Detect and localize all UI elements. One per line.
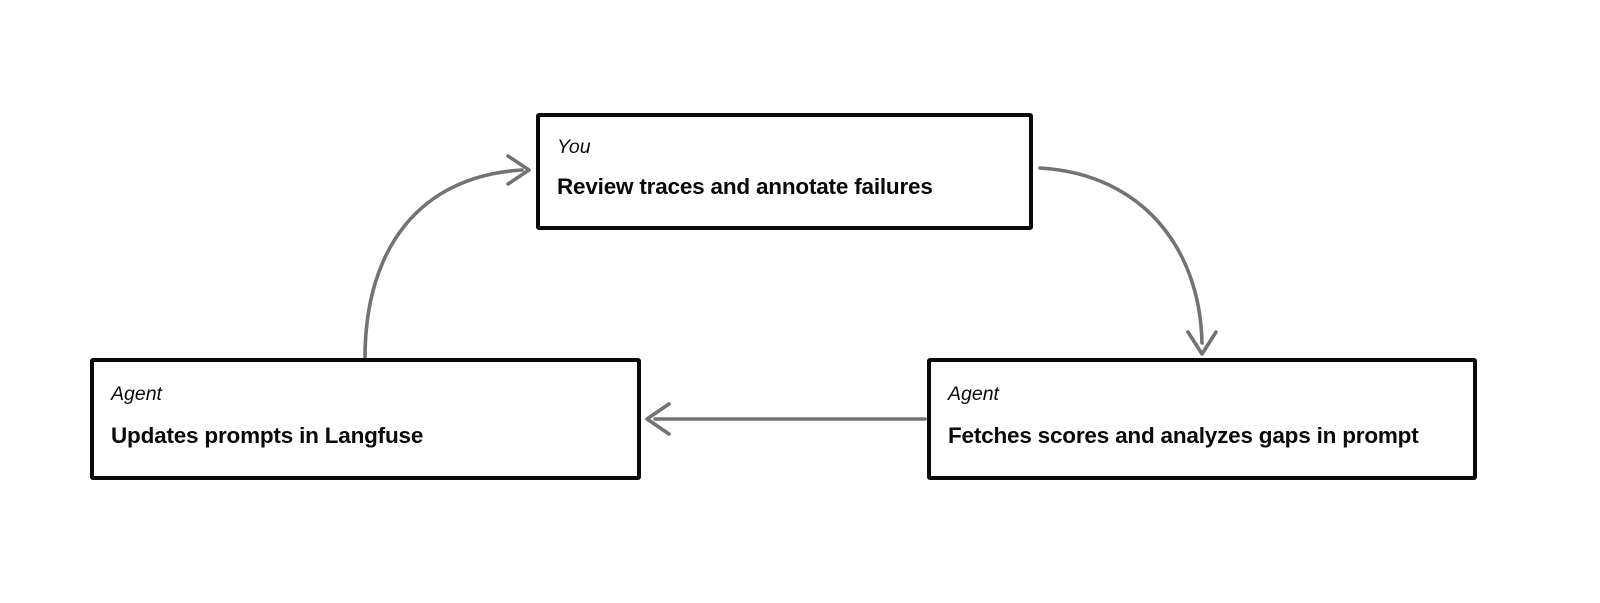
node-fetches-scores-title: Fetches scores and analyzes gaps in prom… [948,423,1419,448]
node-you-role: You [557,136,591,158]
node-updates-prompts[interactable]: Agent Updates prompts in Langfuse [90,358,641,480]
edge-fetches-to-updates [645,402,927,436]
node-fetches-scores-role: Agent [948,383,999,405]
edge-you-to-fetches [1038,166,1218,356]
edge-you-to-fetches-arrowhead [1186,330,1218,356]
edge-updates-to-you-arrowhead [506,154,531,186]
edge-updates-to-you-line [363,168,524,360]
edge-updates-to-you [363,154,531,360]
node-updates-prompts-title: Updates prompts in Langfuse [111,423,424,448]
edge-you-to-fetches-line [1038,166,1204,345]
node-you[interactable]: You Review traces and annotate failures [536,113,1033,230]
node-updates-prompts-role: Agent [111,383,162,405]
edge-fetches-to-updates-arrowhead [645,402,671,436]
node-fetches-scores[interactable]: Agent Fetches scores and analyzes gaps i… [927,358,1477,480]
node-you-title: Review traces and annotate failures [557,174,933,199]
